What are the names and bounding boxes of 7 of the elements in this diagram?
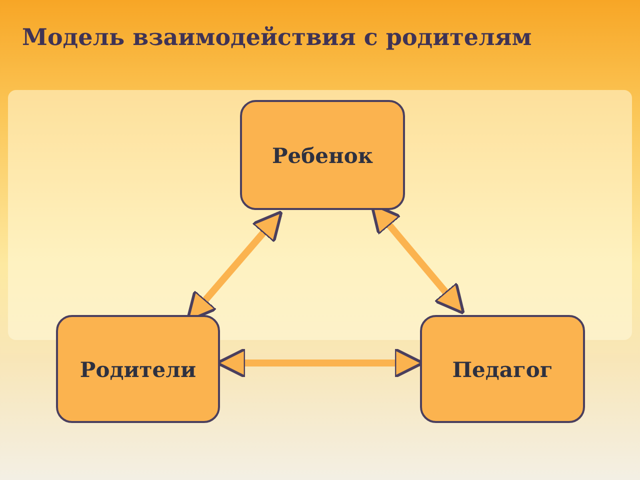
- node-label: Родители: [80, 356, 196, 382]
- title: Модель взаимодействия с родителям: [22, 24, 532, 51]
- node-label: Педагог: [452, 356, 553, 382]
- node-box: [420, 315, 585, 423]
- node-label: Ребенок: [272, 142, 374, 168]
- node-box: [240, 100, 405, 210]
- node-box: [56, 315, 220, 423]
